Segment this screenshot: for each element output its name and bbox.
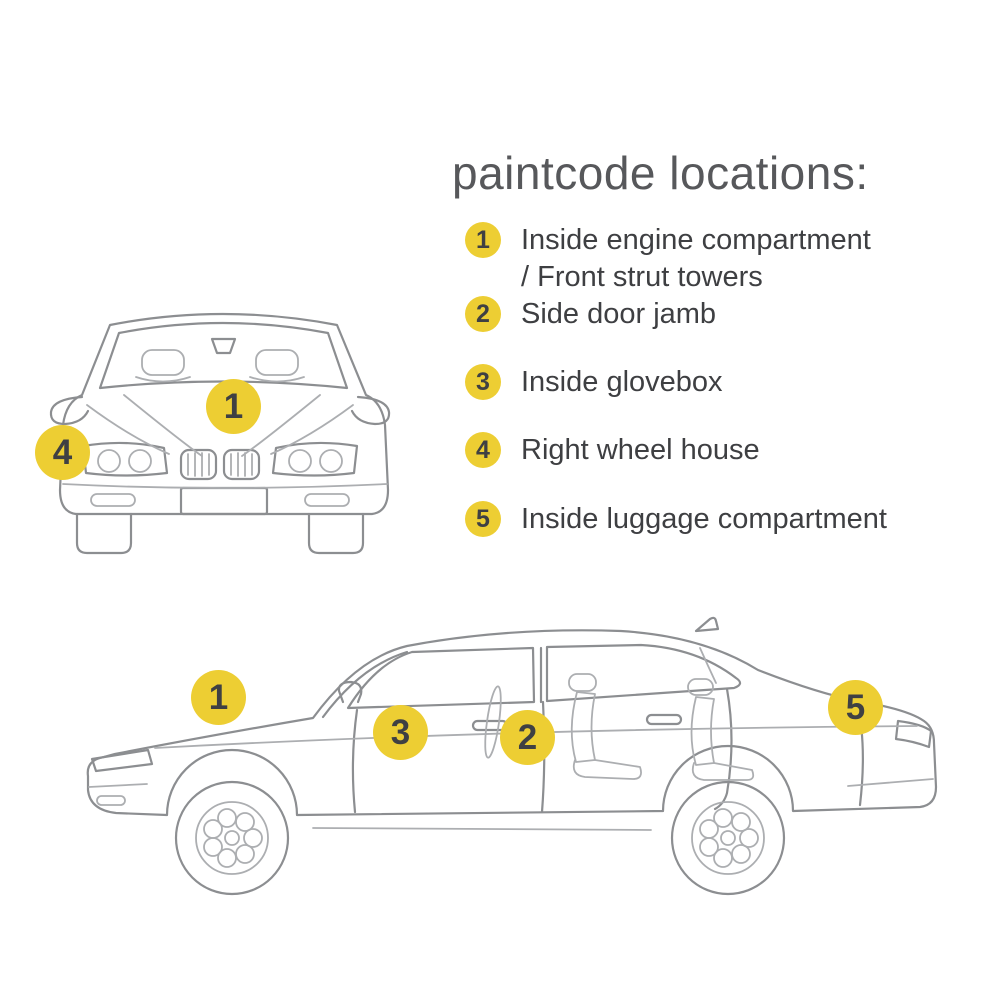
legend-badge-3: 3: [465, 364, 501, 400]
front-detail-lines: [62, 349, 388, 507]
rearview-mirror: [210, 337, 237, 355]
marker-side-engine-compartment: 1: [191, 670, 246, 725]
grille-right: [222, 448, 261, 481]
license-plate: [179, 486, 269, 516]
marker-side-door-jamb: 2: [500, 710, 555, 765]
grille-left: [179, 448, 218, 481]
legend-label-2: Side door jamb: [521, 298, 717, 330]
legend-item-4: 4 Right wheel house: [465, 432, 760, 469]
page-title: paintcode locations:: [452, 147, 869, 199]
legend-badge-1: 1: [465, 222, 501, 258]
marker-front-right-wheel-house: 4: [35, 425, 90, 480]
legend-badge-4: 4: [465, 432, 501, 468]
steering-column: [484, 685, 502, 759]
a-pillar: [321, 650, 409, 719]
legend-item-1: 1 Inside engine compartment / Front stru…: [465, 222, 871, 296]
car-side-view-drawing: [86, 616, 938, 896]
front-body-outline: [49, 312, 391, 555]
legend-label-1: Inside engine compartment / Front strut …: [521, 224, 871, 293]
legend-item-5: 5 Inside luggage compartment: [465, 501, 887, 538]
legend-label-3: Inside glovebox: [521, 366, 723, 398]
right-side-mirror: [350, 395, 391, 426]
roof-antenna: [694, 616, 720, 633]
legend-item-2: 2 Side door jamb: [465, 296, 716, 333]
car-front-view-drawing: [49, 312, 391, 555]
rear-wheel: [670, 780, 786, 896]
front-right-tire: [307, 512, 365, 555]
legend-badge-5: 5: [465, 501, 501, 537]
side-mirror: [337, 680, 363, 704]
front-door-seam: [351, 708, 359, 814]
rear-door-window: [545, 643, 742, 703]
legend-badge-2: 2: [465, 296, 501, 332]
side-detail-lines: [88, 647, 934, 875]
rear-door-seam: [713, 687, 733, 811]
marker-front-engine-compartment: 1: [206, 379, 261, 434]
front-door-window: [346, 646, 536, 710]
legend-label-5: Inside luggage compartment: [521, 503, 887, 535]
side-body-outline: [86, 616, 938, 896]
front-left-tire: [75, 512, 133, 555]
right-headlight: [271, 441, 359, 477]
left-headlight: [81, 441, 169, 477]
legend: 1 Inside engine compartment / Front stru…: [465, 220, 985, 550]
headlight: [90, 748, 154, 773]
windshield: [98, 321, 349, 390]
marker-side-glovebox: 3: [373, 705, 428, 760]
marker-side-luggage-compartment: 5: [828, 680, 883, 735]
left-side-mirror: [49, 395, 90, 426]
front-wheel: [174, 780, 290, 896]
legend-label-4: Right wheel house: [521, 434, 760, 466]
legend-item-3: 3 Inside glovebox: [465, 364, 723, 401]
taillight: [894, 719, 933, 749]
rear-door-handle: [645, 713, 683, 726]
